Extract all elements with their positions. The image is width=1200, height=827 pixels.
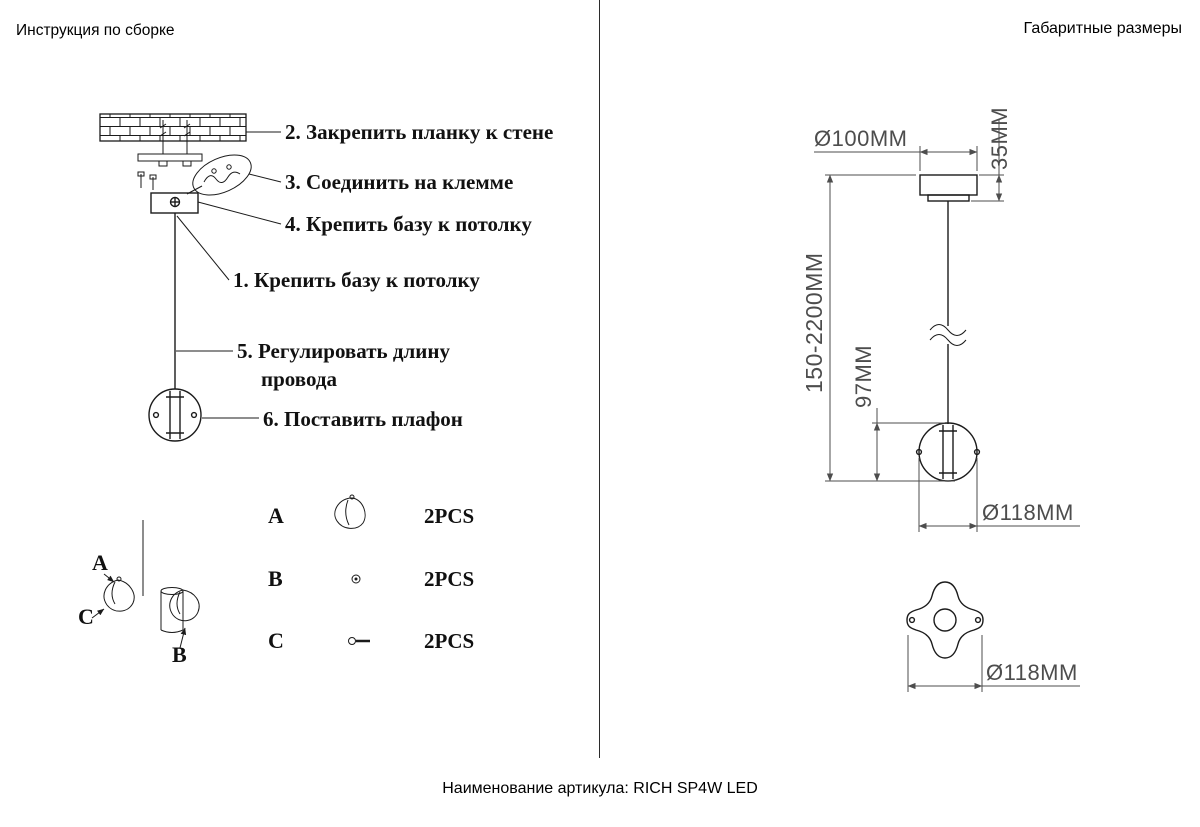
step-6-label: 6. Поставить плафон <box>263 407 463 431</box>
part-b-qty: 2PCS <box>424 567 474 591</box>
step-5-label-line2: провода <box>261 367 337 391</box>
dim-canopy-diameter-label: Ø100MM <box>814 126 907 151</box>
sphere-shade <box>148 388 202 442</box>
part-a-letter: A <box>268 503 284 528</box>
overall-dimensions-title: Габаритные размеры <box>1023 20 1182 37</box>
article-name-label: Наименование артикула: RICH SP4W LED <box>442 780 758 797</box>
step-1-label: 1. Крепить базу к потолку <box>233 268 480 292</box>
part-b-letter: B <box>268 566 283 591</box>
dim-canopy-height-label: 35MM <box>987 107 1012 170</box>
dim-shade-height <box>872 408 945 482</box>
part-c-qty: 2PCS <box>424 629 474 653</box>
parts-list: A 2PCS B 2PCS C 2PCS <box>268 494 474 653</box>
step-5-label: 5. Регулировать длину <box>237 339 450 363</box>
dim-cord-length <box>825 174 955 482</box>
step-3-label: 3. Соединить на клемме <box>285 170 513 194</box>
mounting-strip <box>137 120 203 190</box>
assembly-label-c: C <box>78 604 94 629</box>
dim-bottom-view-diameter <box>907 635 1080 692</box>
dim-canopy-height <box>971 120 1004 202</box>
sphere-shade-side <box>915 422 981 482</box>
ceiling-base <box>150 192 199 214</box>
part-b-screw-icon <box>351 574 361 584</box>
dim-bottom-view-diameter-label: Ø118MM <box>986 660 1078 685</box>
dim-canopy-diameter <box>814 146 978 171</box>
part-c-letter: C <box>268 628 284 653</box>
terminal-clamp <box>186 154 252 196</box>
parts-assembly-diagram <box>91 520 200 649</box>
panel-divider <box>599 0 600 758</box>
dimension-drawing: Ø100MM 35MM 150-2200MM 97MM <box>801 107 1080 692</box>
cord-with-break <box>929 201 967 424</box>
part-a-qty: 2PCS <box>424 504 474 528</box>
dim-cord-length-label: 150-2200MM <box>801 252 827 393</box>
assembly-label-a: A <box>92 550 108 575</box>
shade-bottom-view <box>906 581 984 659</box>
ceiling-brick-hatch <box>99 113 247 142</box>
dim-shade-diameter <box>918 458 1080 532</box>
assembly-drawing: 2. Закрепить планку к стене 3. Соединить… <box>78 113 553 667</box>
leader-lines <box>176 131 282 419</box>
step-2-label: 2. Закрепить планку к стене <box>285 120 553 144</box>
step-4-label: 4. Крепить базу к потолку <box>285 212 532 236</box>
ceiling-canopy <box>919 174 978 202</box>
dim-shade-diameter-label: Ø118MM <box>982 500 1074 525</box>
assembly-label-b: B <box>172 642 187 667</box>
assembly-instructions-title: Инструкция по сборке <box>16 22 175 39</box>
part-a-shade-icon <box>334 494 366 529</box>
part-c-pin-icon <box>348 637 370 645</box>
dim-shade-height-label: 97MM <box>851 345 876 408</box>
